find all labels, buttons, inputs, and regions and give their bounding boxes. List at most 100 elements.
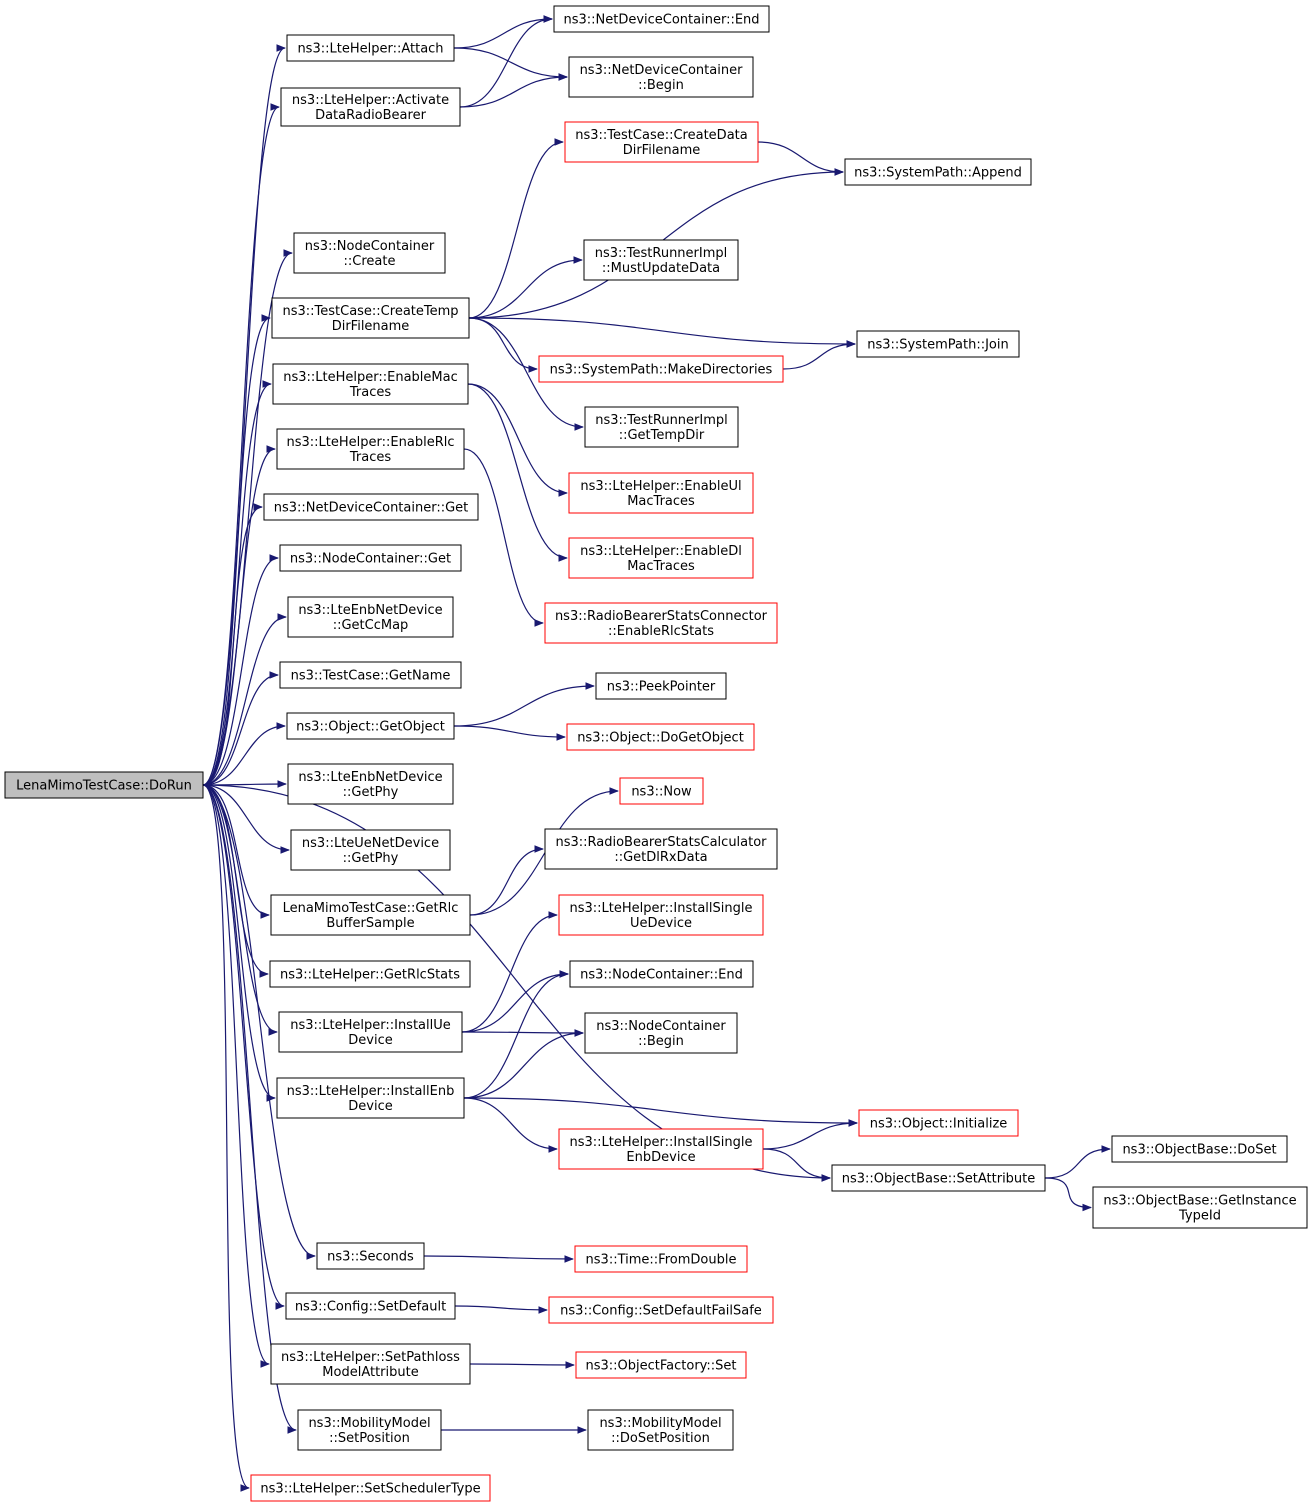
edge-root-to-ncGet: [202, 554, 279, 786]
node-box: [272, 363, 469, 405]
node-label: ns3::NodeContainer: [596, 1019, 726, 1034]
node-label: EnbDevice: [626, 1150, 695, 1165]
edge-spMakeDirs-to-spJoin: [782, 340, 856, 370]
edge-objGet-to-peek: [453, 682, 595, 727]
node-label: LenaMimoTestCase::GetRlc: [283, 901, 459, 916]
edge-tcCreateTemp-to-trMust: [468, 256, 583, 319]
node-setPathloss[interactable]: ns3::LteHelper::SetPathlossModelAttribut…: [270, 1343, 471, 1385]
node-box: [287, 763, 454, 805]
node-cfgSetDef[interactable]: ns3::Config::SetDefault: [285, 1292, 456, 1320]
node-peek[interactable]: ns3::PeekPointer: [595, 672, 727, 700]
node-tcName[interactable]: ns3::TestCase::GetName: [279, 661, 462, 689]
node-label: ns3::ObjectBase::GetInstance: [1103, 1194, 1296, 1209]
node-box: [286, 712, 455, 740]
node-nodeCreate[interactable]: ns3::NodeContainer::Create: [293, 232, 446, 274]
node-ndcGet[interactable]: ns3::NetDeviceContainer::Get: [263, 493, 479, 521]
node-objDoGet[interactable]: ns3::Object::DoGetObject: [566, 723, 755, 751]
node-fromDouble[interactable]: ns3::Time::FromDouble: [574, 1245, 748, 1273]
edge-root-to-activate: [202, 103, 280, 786]
node-rbsEnable[interactable]: ns3::RadioBearerStatsConnector::EnableRl…: [544, 602, 778, 644]
node-ccMap[interactable]: ns3::LteEnbNetDevice::GetCcMap: [287, 596, 454, 638]
edge-obSetAttr-to-obDoSet: [1044, 1145, 1111, 1179]
node-objInit[interactable]: ns3::Object::Initialize: [858, 1109, 1019, 1137]
node-box: [568, 56, 754, 98]
node-label: ns3::RadioBearerStatsCalculator: [555, 835, 767, 850]
node-trTemp[interactable]: ns3::TestRunnerImpl::GetTempDir: [584, 406, 739, 448]
node-label: ns3::LteUeNetDevice: [302, 836, 439, 851]
node-spJoin[interactable]: ns3::SystemPath::Join: [856, 330, 1020, 358]
edge-root-to-nodeCreate: [202, 249, 293, 786]
node-enbPhy[interactable]: ns3::LteEnbNetDevice::GetPhy: [287, 763, 454, 805]
node-label: ::Create: [344, 254, 396, 269]
node-label: ::Begin: [638, 78, 684, 93]
edge-instSingleEnb-to-obSetAttr: [762, 1148, 831, 1182]
node-obSetAttr[interactable]: ns3::ObjectBase::SetAttribute: [831, 1164, 1046, 1192]
node-box: [269, 960, 471, 988]
node-label: ::Begin: [638, 1034, 684, 1049]
edge-root-to-tcName: [202, 671, 279, 786]
node-label: ns3::LteHelper::GetRlcStats: [280, 968, 460, 983]
node-label: ns3::MobilityModel: [308, 1416, 430, 1431]
node-uePhy[interactable]: ns3::LteUeNetDevice::GetPhy: [290, 829, 451, 871]
node-mmDoSetPos[interactable]: ns3::MobilityModel::DoSetPosition: [587, 1409, 734, 1451]
edge-instUe-to-instSingleUe: [461, 911, 558, 1033]
node-label: ::MustUpdateData: [602, 261, 720, 276]
node-box: [279, 661, 462, 689]
node-ndcBegin[interactable]: ns3::NetDeviceContainer::Begin: [568, 56, 754, 98]
node-cfgFailSafe[interactable]: ns3::Config::SetDefaultFailSafe: [548, 1296, 774, 1324]
node-root[interactable]: LenaMimoTestCase::DoRun: [4, 771, 204, 799]
edge-root-to-ccMap: [202, 613, 287, 786]
node-label: ::GetDlRxData: [614, 850, 707, 865]
node-ndcEnd[interactable]: ns3::NetDeviceContainer::End: [553, 5, 770, 33]
node-trMust[interactable]: ns3::TestRunnerImpl::MustUpdateData: [583, 239, 739, 281]
node-label: ns3::NodeContainer::Get: [290, 552, 451, 567]
node-getRlcStats[interactable]: ns3::LteHelper::GetRlcStats: [269, 960, 471, 988]
edge-root-to-cfgSetDef: [202, 784, 285, 1310]
node-obDoSet[interactable]: ns3::ObjectBase::DoSet: [1111, 1135, 1288, 1163]
edge-setPathloss-to-ofSet: [469, 1361, 575, 1369]
edge-enRlc-to-rbsEnable: [463, 448, 544, 627]
node-attach[interactable]: ns3::LteHelper::Attach: [286, 34, 455, 62]
node-label: ns3::LteHelper::Attach: [297, 42, 443, 57]
node-label: ns3::SystemPath::Append: [854, 166, 1022, 181]
node-box: [278, 1011, 463, 1053]
node-box: [286, 34, 455, 62]
node-box: [595, 672, 727, 700]
node-label: ::GetCcMap: [333, 618, 409, 633]
node-label: ns3::TestRunnerImpl: [595, 413, 728, 428]
node-label: ns3::ObjectBase::SetAttribute: [842, 1172, 1036, 1187]
node-objGet[interactable]: ns3::Object::GetObject: [286, 712, 455, 740]
node-setSched[interactable]: ns3::LteHelper::SetSchedulerType: [250, 1474, 491, 1502]
node-seconds[interactable]: ns3::Seconds: [316, 1242, 425, 1270]
node-box: [544, 602, 778, 644]
node-box: [568, 472, 754, 514]
node-ncBegin[interactable]: ns3::NodeContainer::Begin: [584, 1012, 738, 1054]
node-box: [544, 828, 778, 870]
node-now[interactable]: ns3::Now: [619, 777, 704, 805]
node-box: [856, 330, 1020, 358]
edge-root-to-attach: [202, 44, 286, 786]
node-ncGet[interactable]: ns3::NodeContainer::Get: [279, 544, 462, 572]
node-rbsCalc[interactable]: ns3::RadioBearerStatsCalculator::GetDlRx…: [544, 828, 778, 870]
node-label: ns3::TestCase::CreateData: [575, 128, 747, 143]
node-box: [583, 239, 739, 281]
node-ncEnd[interactable]: ns3::NodeContainer::End: [569, 960, 754, 988]
node-box: [548, 1296, 774, 1324]
node-spAppend[interactable]: ns3::SystemPath::Append: [844, 158, 1032, 186]
node-mmSetPos[interactable]: ns3::MobilityModel::SetPosition: [297, 1409, 442, 1451]
node-ofSet[interactable]: ns3::ObjectFactory::Set: [575, 1351, 747, 1379]
node-spMakeDirs[interactable]: ns3::SystemPath::MakeDirectories: [538, 355, 784, 383]
